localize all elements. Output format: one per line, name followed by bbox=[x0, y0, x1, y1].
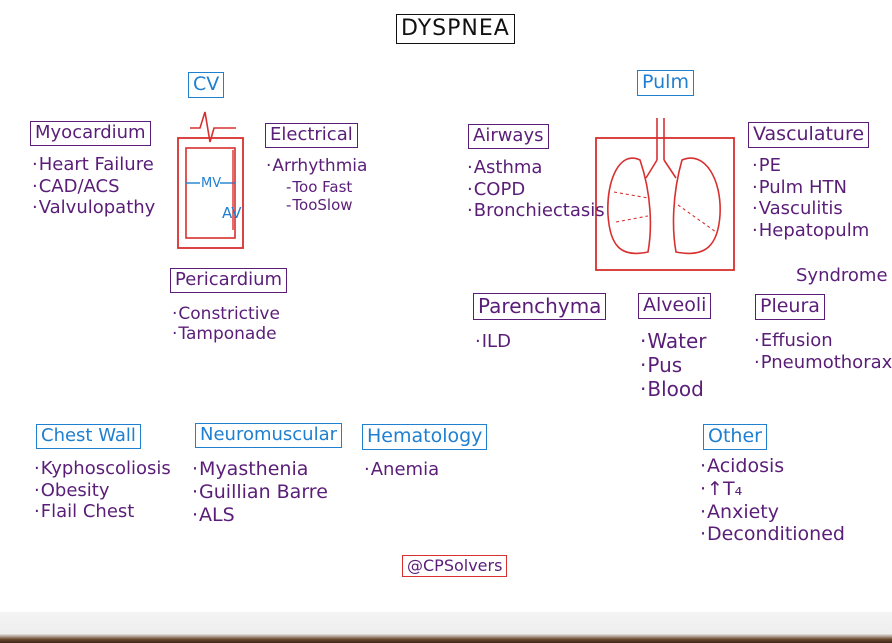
neuromuscular-header: Neuromuscular bbox=[195, 423, 343, 448]
hematology-list: Anemia bbox=[364, 459, 439, 481]
list-item: Effusion bbox=[754, 330, 892, 352]
list-item: Arrhythmia bbox=[266, 156, 367, 176]
list-item: ILD bbox=[475, 331, 511, 353]
pleura-list: Effusion Pneumothorax bbox=[754, 330, 892, 373]
list-item: Pus bbox=[640, 353, 706, 377]
list-item: Pneumothorax bbox=[754, 352, 892, 374]
list-item: Heart Failure bbox=[32, 154, 155, 176]
myocardium-header: Myocardium bbox=[30, 121, 151, 146]
heart-drawing bbox=[177, 111, 244, 249]
electrical-header: Electrical bbox=[265, 123, 358, 148]
list-item: COPD bbox=[467, 179, 605, 201]
list-item: TooSlow bbox=[286, 196, 352, 214]
list-item: Valvulopathy bbox=[32, 197, 156, 219]
list-item: Anemia bbox=[364, 459, 439, 481]
list-item: Tamponade bbox=[172, 324, 280, 344]
list-item: Anxiety bbox=[700, 501, 845, 524]
airways-list: Asthma COPD Bronchiectasis bbox=[467, 157, 605, 222]
list-item: Asthma bbox=[467, 157, 605, 179]
mv-label: MV bbox=[201, 176, 222, 191]
diagram-canvas: DYSPNEA CV MV AV Myocardium Heart Failur… bbox=[0, 0, 892, 612]
chest-wall-header: Chest Wall bbox=[36, 424, 141, 449]
other-list: Acidosis ↑T₄ Anxiety Deconditioned bbox=[700, 455, 845, 546]
other-header: Other bbox=[703, 424, 767, 450]
lungs-drawing bbox=[595, 118, 735, 271]
list-item: Flail Chest bbox=[34, 501, 171, 523]
list-item: Obesity bbox=[34, 480, 171, 502]
list-item: PE bbox=[752, 155, 869, 177]
list-item: ↑T₄ bbox=[700, 478, 845, 501]
vasculature-header: Vasculature bbox=[748, 122, 870, 148]
alveoli-header: Alveoli bbox=[638, 293, 712, 319]
list-item: CAD/ACS bbox=[32, 176, 155, 198]
list-item: Vasculitis bbox=[752, 198, 869, 220]
pleura-header: Pleura bbox=[755, 294, 825, 320]
pulm-label: Pulm bbox=[637, 70, 694, 96]
list-item: Blood bbox=[640, 377, 706, 401]
list-item: Pulm HTN bbox=[752, 177, 869, 199]
bottom-strip bbox=[0, 612, 892, 643]
vasculature-continuation: Syndrome bbox=[796, 265, 888, 286]
list-item: ALS bbox=[192, 504, 328, 527]
pericardium-header: Pericardium bbox=[170, 268, 288, 293]
myocardium-list: Heart Failure CAD/ACS Valvulopathy bbox=[32, 154, 156, 219]
av-label: AV bbox=[222, 204, 242, 222]
list-item: Too Fast bbox=[286, 178, 353, 196]
list-item: Bronchiectasis bbox=[467, 200, 605, 222]
neuromuscular-list: Myasthenia Guillian Barre ALS bbox=[192, 458, 328, 526]
list-item: Guillian Barre bbox=[192, 481, 328, 504]
list-item: Constrictive bbox=[172, 304, 280, 324]
hematology-header: Hematology bbox=[362, 424, 488, 450]
cpsolvers-handle: @CPSolvers bbox=[402, 555, 508, 577]
pericardium-list: Constrictive Tamponade bbox=[172, 304, 280, 345]
vasculature-list: PE Pulm HTN Vasculitis Hepatopulm bbox=[752, 155, 870, 242]
list-item: Water bbox=[640, 329, 706, 353]
alveoli-list: Water Pus Blood bbox=[640, 329, 706, 401]
cv-label: CV bbox=[188, 72, 225, 98]
list-item: Deconditioned bbox=[700, 523, 845, 546]
list-item: Acidosis bbox=[700, 455, 845, 478]
page-title: DYSPNEA bbox=[396, 14, 515, 44]
list-item: Myasthenia bbox=[192, 458, 328, 481]
airways-header: Airways bbox=[468, 124, 549, 149]
parenchyma-header: Parenchyma bbox=[473, 293, 607, 320]
parenchyma-list: ILD bbox=[475, 331, 511, 353]
electrical-sublist: Too Fast TooSlow bbox=[286, 178, 353, 214]
list-item: Hepatopulm bbox=[752, 220, 870, 242]
chest-wall-list: Kyphoscoliosis Obesity Flail Chest bbox=[34, 458, 171, 523]
list-item: Kyphoscoliosis bbox=[34, 458, 171, 480]
electrical-list: Arrhythmia bbox=[266, 156, 367, 176]
